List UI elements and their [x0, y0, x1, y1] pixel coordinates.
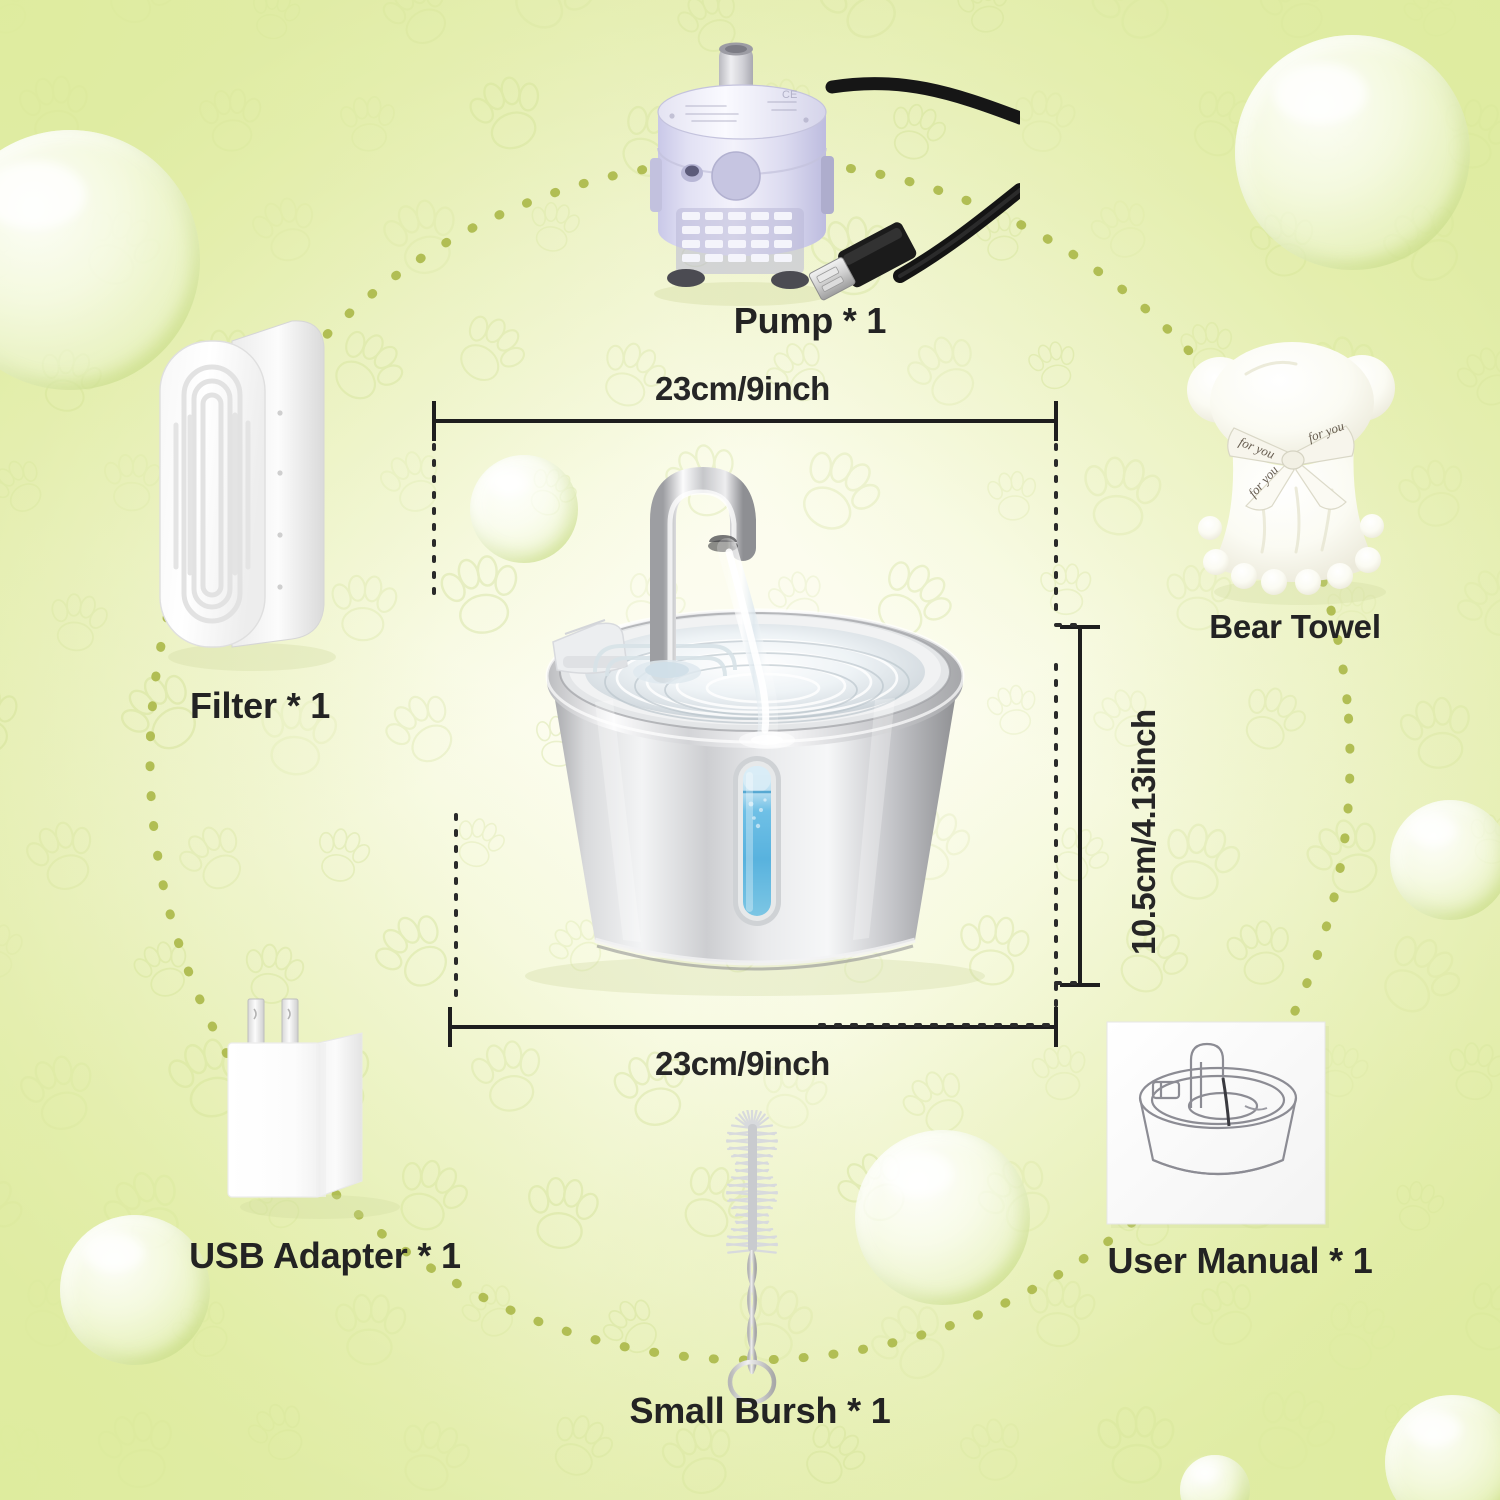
- water-level-window: [733, 756, 781, 926]
- caption-pump: Pump * 1: [733, 300, 887, 341]
- decorative-bubble: [855, 1130, 1030, 1305]
- caption-bear-towel: Bear Towel: [1209, 608, 1381, 645]
- decorative-bubble: [1390, 800, 1500, 920]
- pet-water-fountain-icon: [525, 466, 985, 996]
- part-brush: [690, 1108, 820, 1410]
- caption-filter: Filter * 1: [189, 685, 331, 726]
- part-bear-towel: for you for you for you: [1150, 330, 1440, 620]
- part-usb-adapter: [210, 985, 440, 1230]
- water-pump-icon: CE: [650, 42, 1027, 306]
- caption-usb-adapter: USB Adapter * 1: [189, 1235, 461, 1276]
- part-user-manual: [1105, 1020, 1335, 1235]
- decorative-bubble: [470, 455, 578, 563]
- dimension-bottom-width: 23cm/9inch: [655, 1045, 830, 1082]
- caption-user-manual: User Manual * 1: [1107, 1240, 1373, 1281]
- part-filter: [140, 305, 380, 685]
- decorative-bubble: [1235, 35, 1470, 270]
- bottle-brush-icon: [725, 1108, 779, 1405]
- filter-cartridge-icon: [159, 320, 336, 671]
- bear-towel-icon: for you for you for you: [1187, 342, 1395, 605]
- faucet-spout: [633, 466, 756, 684]
- svg-text:CE: CE: [782, 89, 797, 101]
- usb-wall-adapter-icon: [227, 998, 400, 1219]
- decorative-bubble: [0, 130, 200, 390]
- caption-brush: Small Bursh * 1: [629, 1390, 891, 1431]
- user-manual-icon: [1106, 1021, 1329, 1228]
- dimension-top-width: 23cm/9inch: [655, 370, 830, 407]
- dimension-height: 10.5cm/4.13inch: [1125, 709, 1162, 955]
- dimension-callouts: [432, 401, 1100, 1047]
- part-pump: CE: [600, 40, 1027, 330]
- decorative-bubble: [60, 1215, 210, 1365]
- main-product-fountain: [445, 420, 1065, 1000]
